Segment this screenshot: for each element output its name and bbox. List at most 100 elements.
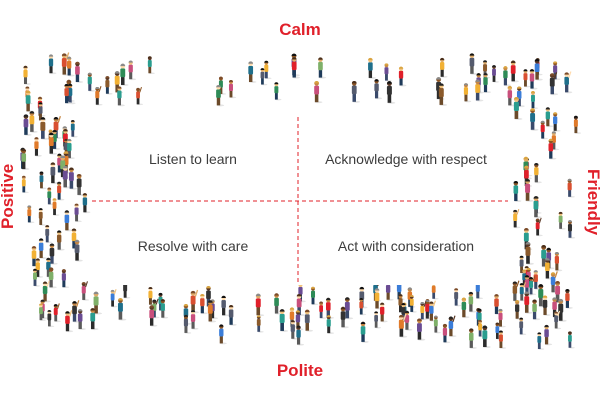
- person-figure: [279, 309, 289, 332]
- person-figure: [264, 60, 272, 80]
- person-figure: [76, 173, 85, 196]
- person-figure: [67, 56, 75, 77]
- person-figure: [374, 311, 382, 329]
- person-figure: [23, 114, 32, 136]
- person-figure: [21, 175, 29, 194]
- person-figure: [35, 258, 44, 278]
- person-figure: [274, 293, 283, 315]
- person-figure: [510, 60, 519, 83]
- person-figure: [25, 90, 34, 113]
- person-figure: [290, 320, 299, 340]
- person-figure: [433, 315, 441, 334]
- person-figure: [221, 295, 230, 317]
- person-figure: [523, 69, 531, 88]
- quadrant-bottom-right-text: Act with consideration: [337, 238, 475, 254]
- person-figure: [42, 280, 51, 303]
- person-figure: [70, 119, 78, 138]
- person-figure: [564, 71, 573, 94]
- person-figure: [295, 310, 304, 331]
- person-figure: [534, 58, 543, 81]
- person-figure: [374, 79, 383, 100]
- person-figure: [503, 66, 511, 87]
- person-figure: [482, 325, 491, 349]
- person-figure: [72, 300, 81, 323]
- person-figure: [573, 115, 582, 134]
- person-figure: [538, 284, 547, 308]
- person-figure: [429, 300, 437, 322]
- person-figure: [207, 300, 217, 323]
- person-figure: [147, 56, 155, 75]
- person-figure: [81, 281, 90, 301]
- person-figure: [82, 193, 91, 214]
- person-figure: [74, 203, 82, 223]
- person-figure: [540, 120, 548, 140]
- person-figure: [190, 310, 199, 330]
- person-figure: [519, 282, 527, 302]
- person-figure: [524, 291, 533, 314]
- person-figure: [21, 148, 30, 171]
- person-figure: [529, 69, 538, 90]
- person-figure: [533, 196, 542, 219]
- person-figure: [148, 287, 156, 306]
- person-figure: [95, 86, 103, 106]
- person-figure: [255, 293, 265, 317]
- person-figure: [530, 108, 539, 131]
- person-figure: [248, 61, 257, 83]
- person-figure: [438, 83, 448, 106]
- person-figure: [529, 276, 537, 296]
- person-figure: [553, 112, 561, 132]
- person-figure: [47, 309, 55, 328]
- person-figure: [525, 178, 534, 202]
- person-figure: [554, 251, 563, 272]
- person-figure: [117, 86, 125, 107]
- person-figure: [62, 165, 72, 189]
- person-figure: [260, 68, 268, 86]
- person-figure: [149, 305, 158, 327]
- person-figure: [53, 115, 62, 139]
- person-figure: [34, 137, 42, 157]
- person-figure: [558, 298, 567, 322]
- person-figure: [463, 83, 472, 103]
- person-figure: [311, 286, 319, 306]
- person-figure: [29, 111, 38, 133]
- person-figure: [200, 293, 208, 315]
- quadrant-area: [92, 117, 508, 285]
- person-figure: [90, 308, 99, 331]
- person-figure: [448, 315, 457, 338]
- person-figure: [120, 63, 129, 86]
- person-figure: [386, 81, 396, 104]
- person-figure: [548, 138, 557, 160]
- person-figure: [417, 318, 426, 341]
- person-figure: [567, 220, 576, 239]
- person-figure: [344, 297, 354, 320]
- person-figure: [498, 330, 507, 349]
- person-figure: [71, 228, 80, 250]
- person-figure: [469, 53, 478, 75]
- person-figure: [219, 324, 227, 345]
- person-figure: [105, 76, 113, 95]
- person-figure: [507, 85, 516, 107]
- person-figure: [359, 297, 367, 316]
- person-figure: [468, 291, 477, 313]
- person-figure: [61, 52, 71, 76]
- person-figure: [65, 310, 74, 333]
- person-figure: [53, 303, 61, 323]
- person-figure: [216, 84, 225, 107]
- person-figure: [296, 325, 305, 346]
- person-figure: [74, 239, 83, 262]
- person-figure: [498, 308, 506, 328]
- person-figure: [87, 72, 96, 92]
- quadrant-top-left-text: Listen to learn: [149, 151, 237, 167]
- person-figure: [532, 299, 541, 321]
- person-figure: [545, 107, 554, 128]
- person-figure: [558, 211, 566, 230]
- person-figure: [404, 310, 413, 331]
- person-figure: [516, 86, 525, 108]
- person-figure: [513, 208, 521, 229]
- person-figure: [57, 181, 65, 201]
- person-figure: [160, 299, 169, 319]
- person-figure: [442, 323, 451, 344]
- person-figure: [513, 180, 522, 202]
- person-figure: [110, 289, 118, 308]
- person-figure: [49, 243, 58, 265]
